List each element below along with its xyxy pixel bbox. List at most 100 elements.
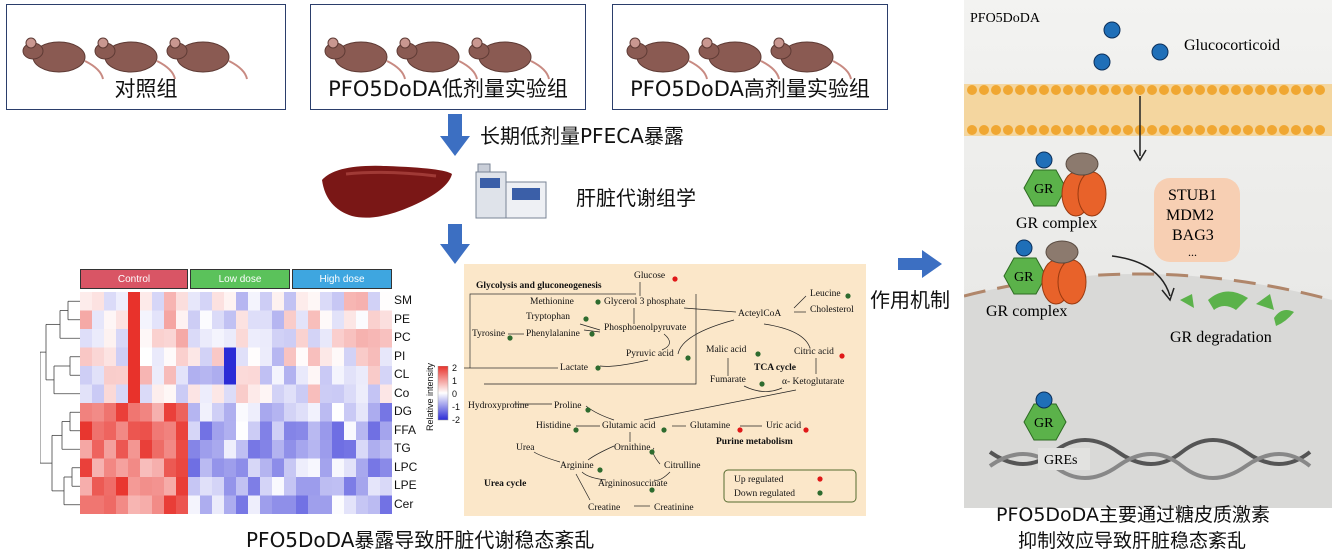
heatmap-cell bbox=[140, 403, 153, 422]
metabolite-pyruvic: Pyruvic acid bbox=[626, 349, 674, 359]
mechanism-label: 作用机制 bbox=[870, 288, 950, 312]
heatmap-cell bbox=[308, 292, 321, 311]
tca-title: TCA cycle bbox=[754, 363, 796, 373]
heatmap-cell bbox=[272, 477, 285, 496]
heatmap-cell bbox=[236, 384, 249, 404]
heatmap-cell bbox=[104, 329, 117, 348]
heatmap-cell bbox=[320, 329, 333, 348]
marker-down bbox=[585, 407, 591, 413]
heatmap-cell bbox=[296, 347, 309, 367]
heatmap-cell bbox=[164, 384, 177, 404]
gr-degradation-label: GR degradation bbox=[1170, 329, 1272, 346]
heatmap-cell bbox=[92, 403, 105, 422]
heatmap-color-legend bbox=[437, 366, 449, 421]
heatmap-cell bbox=[104, 495, 117, 514]
heatmap-cell bbox=[164, 495, 177, 514]
heatmap-cell bbox=[332, 440, 345, 459]
heatmap-cell bbox=[368, 329, 381, 348]
heatmap-cell bbox=[332, 458, 345, 478]
heatmap-cell bbox=[272, 403, 285, 422]
heatmap-cell bbox=[188, 421, 201, 441]
heatmap-cell bbox=[164, 292, 177, 311]
heatmap-cell bbox=[200, 477, 213, 496]
down-arrow-icon bbox=[440, 224, 470, 264]
heatmap-cell bbox=[296, 440, 309, 459]
heatmap-cell bbox=[128, 310, 141, 330]
heatmap-row-label: FFA bbox=[394, 422, 417, 437]
gr-complex-label: GR complex bbox=[1016, 215, 1097, 232]
heatmap-cell bbox=[224, 347, 237, 367]
heatmap-cell bbox=[212, 495, 225, 514]
heatmap-cell bbox=[128, 477, 141, 496]
heatmap-legend-title: Relative intensity bbox=[425, 362, 435, 432]
metabolite-cholesterol: Cholesterol bbox=[810, 305, 854, 315]
heatmap-cell bbox=[152, 347, 165, 367]
metabolite-ornithine: Ornithine bbox=[614, 443, 650, 453]
heatmap-row-label: PC bbox=[394, 330, 411, 345]
heatmap-cell bbox=[176, 477, 189, 496]
heatmap-cell bbox=[128, 347, 141, 367]
heatmap-cell bbox=[104, 421, 117, 441]
heatmap-cell bbox=[80, 403, 93, 422]
heatmap-cell bbox=[344, 440, 357, 459]
heatmap-cell bbox=[128, 403, 141, 422]
heatmap-cell bbox=[248, 347, 261, 367]
heatmap-cell bbox=[260, 347, 273, 367]
metabolic-pathway-diagram: Glycolysis and gluconeogenesis Glucose M… bbox=[464, 264, 866, 516]
heatmap-cell bbox=[296, 310, 309, 330]
heatmap-cell bbox=[296, 329, 309, 348]
legend-tick: 0 bbox=[452, 389, 458, 399]
heatmap-cell bbox=[212, 347, 225, 367]
heatmap-cell bbox=[296, 384, 309, 404]
heatmap-cell bbox=[272, 495, 285, 514]
heatmap-cell bbox=[140, 329, 153, 348]
heatmap-cell bbox=[260, 495, 273, 514]
heatmap-cell bbox=[92, 292, 105, 311]
heatmap-cell bbox=[260, 292, 273, 311]
heatmap-cell bbox=[236, 347, 249, 367]
metabolite-glycerol3p: Glycerol 3 phosphate bbox=[604, 297, 685, 307]
exposure-label: 长期低剂量PFECA暴露 bbox=[480, 124, 684, 148]
heatmap-cell bbox=[368, 458, 381, 478]
heatmap-cell bbox=[152, 403, 165, 422]
metabolite-hydroxyproline: Hydroxyproline bbox=[468, 401, 529, 411]
e3-bag3: BAG3 bbox=[1172, 227, 1214, 244]
heatmap-cell bbox=[308, 329, 321, 348]
heatmap-cell bbox=[248, 292, 261, 311]
heatmap-cell bbox=[320, 421, 333, 441]
heatmap-cell bbox=[188, 495, 201, 514]
heatmap-cell bbox=[104, 403, 117, 422]
heatmap-cell bbox=[152, 329, 165, 348]
heatmap-group-high-dose: High dose bbox=[292, 269, 392, 289]
heatmap-cell bbox=[200, 384, 213, 404]
heatmap-cell bbox=[140, 495, 153, 514]
heatmap-cell bbox=[356, 292, 369, 311]
heatmap-cell bbox=[176, 403, 189, 422]
heatmap-cell bbox=[152, 421, 165, 441]
heatmap-cell bbox=[320, 403, 333, 422]
gr-complex-label: GR complex bbox=[986, 303, 1067, 320]
heatmap-cell bbox=[368, 366, 381, 385]
metabolomics-label: 肝脏代谢组学 bbox=[576, 186, 696, 210]
heatmap-cell bbox=[164, 366, 177, 385]
heatmap-cell bbox=[368, 292, 381, 311]
metabolite-citrulline: Citrulline bbox=[664, 461, 700, 471]
heatmap-cell bbox=[92, 495, 105, 514]
urea-cycle-title: Urea cycle bbox=[484, 479, 526, 489]
heatmap-cell bbox=[356, 477, 369, 496]
heatmap-cell bbox=[248, 329, 261, 348]
heatmap-cell bbox=[308, 477, 321, 496]
heatmap-cell bbox=[356, 384, 369, 404]
heatmap-cell bbox=[224, 403, 237, 422]
heatmap-cell bbox=[92, 329, 105, 348]
heatmap-cell bbox=[176, 292, 189, 311]
heatmap-cell bbox=[92, 347, 105, 367]
heatmap-cell bbox=[152, 384, 165, 404]
heatmap-cell bbox=[356, 310, 369, 330]
heatmap-cell bbox=[320, 347, 333, 367]
metabolite-glucose: Glucose bbox=[634, 271, 665, 281]
heatmap-cell bbox=[236, 421, 249, 441]
down-arrow-icon bbox=[440, 114, 470, 156]
e3-ligase-box bbox=[1154, 178, 1240, 262]
heatmap-row-label: DG bbox=[394, 404, 412, 419]
